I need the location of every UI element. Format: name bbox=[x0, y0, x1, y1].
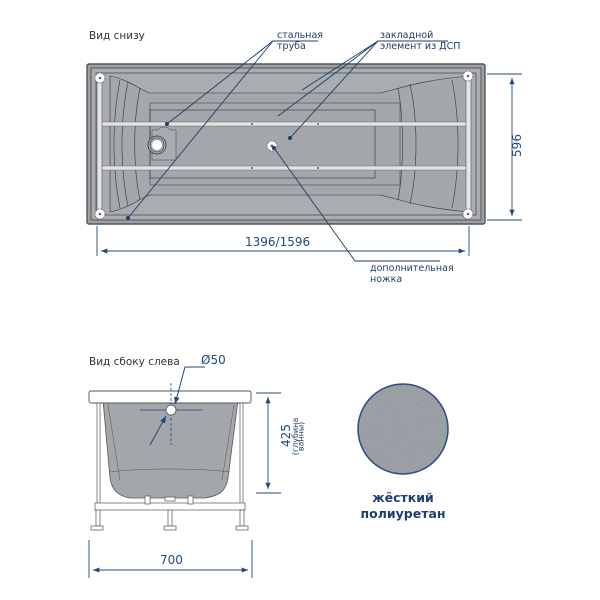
callout-extra-leg-line2: ножка bbox=[370, 274, 403, 285]
side-view-title: Вид сбоку слева bbox=[89, 356, 180, 368]
material-label-line2: полиуретан bbox=[360, 506, 446, 521]
callout-steel-pipe-line2: труба bbox=[277, 41, 306, 52]
dimension-length: 1396/1596 bbox=[245, 235, 311, 249]
callout-extra-leg-line1: дополнительная bbox=[370, 263, 454, 274]
dimension-depth-note-line2: ванны) bbox=[296, 421, 306, 452]
material-label-line1: жёсткий bbox=[372, 490, 434, 505]
bottom-view bbox=[86, 40, 522, 262]
dimension-drain-diameter: Ø50 bbox=[201, 353, 226, 367]
material-swatch bbox=[357, 383, 449, 475]
bottom-view-title: Вид снизу bbox=[89, 30, 145, 42]
callout-embedded-element-line1: закладной bbox=[380, 30, 434, 41]
callout-embedded-element-line2: элемент из ДСП bbox=[380, 41, 461, 52]
callout-steel-pipe-line1: стальная bbox=[277, 30, 323, 41]
side-view bbox=[88, 366, 281, 578]
dimension-side-width: 700 bbox=[160, 553, 183, 567]
dimension-width: 596 bbox=[509, 134, 524, 157]
